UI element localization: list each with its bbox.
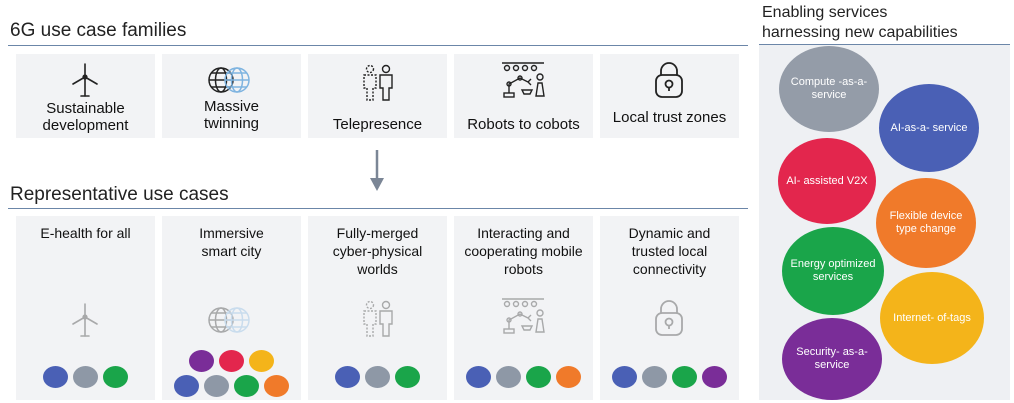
- use-case-label: E-health for all: [40, 225, 131, 241]
- wind-turbine-icon: [68, 302, 102, 338]
- service-dot: [174, 375, 199, 397]
- wind-turbine-icon: [68, 62, 102, 98]
- service-dot: [204, 375, 229, 397]
- service-dot: [526, 366, 551, 388]
- use-case-card-smart-city: Immersive smart city: [162, 216, 301, 400]
- family-label: Massive twinning: [203, 98, 260, 132]
- use-case-card-local-connectivity: Dynamic and trusted local connectivity: [600, 216, 739, 400]
- family-label: Robots to cobots: [467, 116, 580, 133]
- service-energy: Energy optimized services: [782, 227, 884, 315]
- service-dot: [612, 366, 637, 388]
- services-divider: [759, 44, 1010, 45]
- family-label: Local trust zones: [612, 109, 727, 126]
- use-case-label: Fully-merged cyber-physical worlds: [332, 225, 423, 277]
- hologram-person-icon: [360, 300, 396, 338]
- service-dot: [43, 366, 68, 388]
- robot-arm-icon: [500, 60, 546, 100]
- service-dot: [103, 366, 128, 388]
- services-title-line1: Enabling services: [762, 4, 888, 21]
- hologram-person-icon: [360, 64, 396, 102]
- service-dots: [16, 366, 155, 388]
- service-dots: [454, 366, 593, 388]
- service-dot: [496, 366, 521, 388]
- use-case-card-cyber-physical: Fully-merged cyber-physical worlds: [308, 216, 447, 400]
- service-dots: [308, 366, 447, 388]
- service-v2x: AI- assisted V2X: [778, 138, 876, 224]
- twin-globe-icon: [206, 304, 252, 336]
- family-label: Sustainable development: [42, 100, 129, 134]
- families-divider: [8, 45, 748, 46]
- service-compute: Compute -as-a- service: [779, 46, 879, 132]
- family-label: Telepresence: [332, 116, 423, 133]
- service-dot: [365, 366, 390, 388]
- use-cases-divider: [8, 208, 748, 209]
- family-card-twinning: Massive twinning: [162, 54, 301, 138]
- padlock-icon: [651, 62, 687, 100]
- service-dot: [73, 366, 98, 388]
- family-card-robots: Robots to cobots: [454, 54, 593, 138]
- service-dot: [189, 350, 214, 372]
- service-dot: [466, 366, 491, 388]
- service-dot: [672, 366, 697, 388]
- use-case-label: Immersive smart city: [199, 225, 264, 259]
- service-dot: [395, 366, 420, 388]
- services-title: Enabling services harnessing new capabil…: [762, 3, 958, 43]
- family-card-trust: Local trust zones: [600, 54, 739, 138]
- service-dot: [249, 350, 274, 372]
- padlock-icon: [651, 300, 687, 338]
- service-dots: [600, 366, 739, 388]
- service-ai: AI-as-a- service: [879, 84, 979, 172]
- service-dot: [556, 366, 581, 388]
- services-title-line2: harnessing new capabilities: [762, 24, 958, 41]
- families-title: 6G use case families: [10, 20, 187, 41]
- service-dots-row1: [162, 350, 301, 372]
- robot-arm-icon: [500, 296, 546, 336]
- twin-globe-icon: [206, 64, 252, 96]
- use-case-card-mobile-robots: Interacting and cooperating mobile robot…: [454, 216, 593, 400]
- service-dot: [264, 375, 289, 397]
- service-security: Security- as-a- service: [782, 318, 882, 400]
- service-dot: [234, 375, 259, 397]
- family-card-sustainable: Sustainable development: [16, 54, 155, 138]
- use-cases-title: Representative use cases: [10, 184, 229, 205]
- service-dots-row2: [162, 375, 301, 397]
- use-case-card-ehealth: E-health for all: [16, 216, 155, 400]
- service-dot: [642, 366, 667, 388]
- service-dot: [702, 366, 727, 388]
- service-device-type: Flexible device type change: [876, 178, 976, 268]
- service-dot: [335, 366, 360, 388]
- family-card-telepresence: Telepresence: [308, 54, 447, 138]
- service-internet-of-tags: Internet- of-tags: [880, 272, 984, 364]
- use-case-label: Dynamic and trusted local connectivity: [628, 225, 711, 277]
- use-case-label: Interacting and cooperating mobile robot…: [464, 225, 583, 277]
- down-arrow-icon: [369, 150, 385, 197]
- service-dot: [219, 350, 244, 372]
